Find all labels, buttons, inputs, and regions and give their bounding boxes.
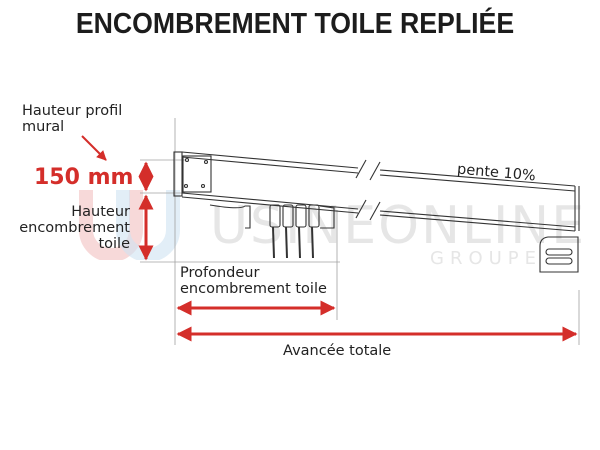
- label-folded-fabric-depth: Profondeur encombrement toile: [180, 265, 327, 297]
- label-line: toile: [98, 236, 130, 252]
- label-line: Hauteur: [71, 204, 130, 220]
- label-folded-fabric-height: Hauteur encombrement toile: [0, 204, 130, 252]
- watermark-text: USINEONLINE: [210, 196, 587, 256]
- pointer-arrow: [81, 135, 107, 161]
- watermark-subtext: GROUPE: [430, 248, 543, 269]
- label-line: encombrement toile: [180, 281, 327, 297]
- wall-profile-value: 150 mm: [34, 165, 134, 190]
- awning-profile: [173, 151, 580, 273]
- label-line: mural: [22, 119, 65, 135]
- label-wall-profile-height: Hauteur profil mural: [22, 103, 122, 135]
- diagram-title: ENCOMBREMENT TOILE REPLIÉE: [75, 8, 515, 40]
- label-line: Profondeur: [180, 265, 260, 281]
- label-total-projection: Avancée totale: [283, 343, 392, 359]
- label-line: Hauteur profil: [22, 103, 123, 119]
- label-line: encombrement: [19, 220, 130, 236]
- guide-lines: [140, 118, 580, 345]
